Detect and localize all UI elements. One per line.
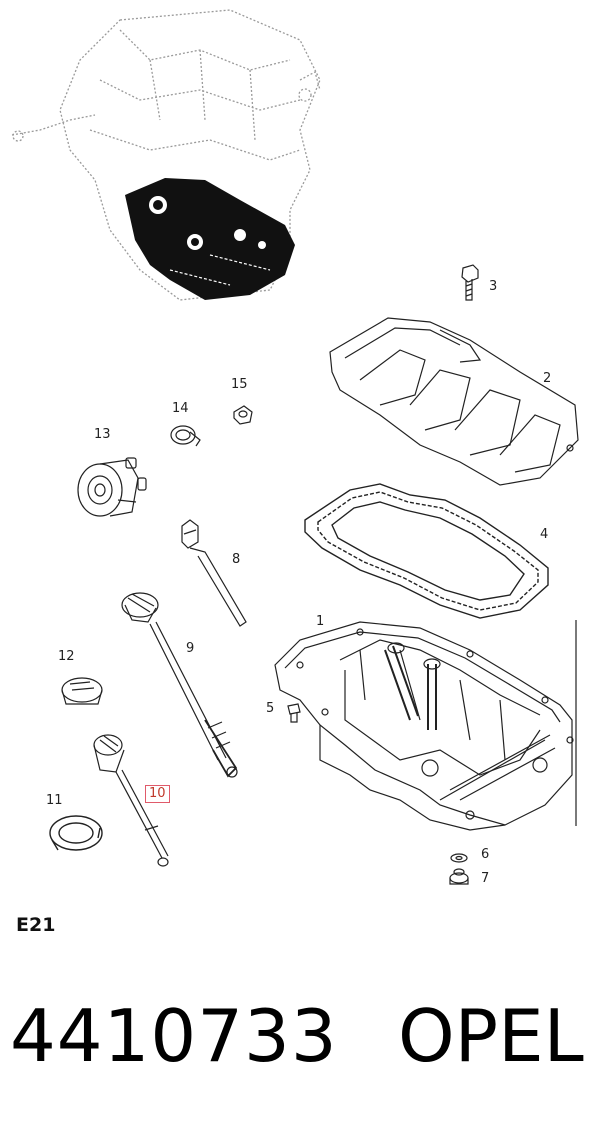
callout-14: 14: [172, 401, 189, 416]
part-10-dipstick: [93, 734, 169, 867]
part-number: 4410733: [10, 994, 338, 1078]
part-12-cap: [61, 677, 103, 705]
callout-11: 11: [46, 793, 63, 808]
part-8-oil-level-sensor: [181, 519, 247, 627]
brand-name: OPEL: [398, 994, 584, 1078]
part-4-gasket: [304, 483, 549, 619]
part-7-drain-plug: [449, 868, 469, 885]
callout-15: 15: [231, 377, 248, 392]
callout-4: 4: [540, 527, 549, 542]
part-11-sealing-ring: [49, 815, 103, 851]
part-3-bolt: [461, 264, 479, 301]
engine-block-illustration: [11, 9, 321, 301]
part-14-hose-clamp: [170, 425, 201, 447]
part-5-bolt: [287, 703, 301, 723]
callout-13: 13: [94, 427, 111, 442]
callout-10-highlighted: 10: [145, 785, 170, 803]
part-2-baffle-plate: [329, 317, 579, 486]
part-15-clip: [233, 405, 253, 425]
callout-6: 6: [481, 847, 490, 862]
part-13-oil-filter-housing: [77, 457, 147, 517]
part-9-dipstick-guide: [121, 592, 238, 778]
callout-5: 5: [266, 701, 275, 716]
callout-7: 7: [481, 871, 490, 886]
engine-highlighted-area: [125, 178, 295, 300]
callout-8: 8: [232, 552, 241, 567]
callout-9: 9: [186, 641, 195, 656]
callout-1: 1: [316, 614, 325, 629]
callout-2: 2: [543, 371, 552, 386]
sheet-code-label: E21: [16, 914, 56, 936]
part-6-washer: [450, 853, 468, 863]
part-1-oil-pan: [274, 620, 577, 831]
callout-12: 12: [58, 649, 75, 664]
callout-3: 3: [489, 279, 498, 294]
